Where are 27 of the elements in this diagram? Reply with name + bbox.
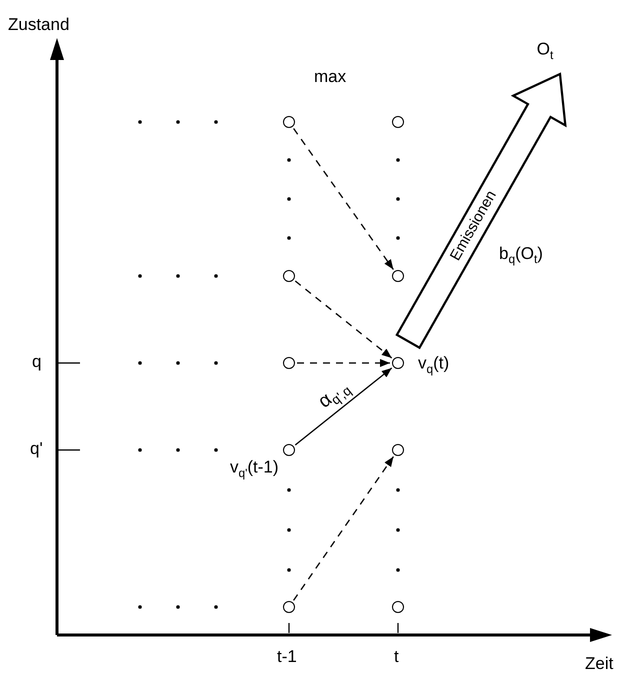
state-circle — [283, 444, 295, 456]
state-circle — [392, 270, 404, 282]
node-caption: v$_{q}$(t) — [418, 354, 450, 374]
transition-arrow — [294, 280, 392, 359]
axis-title: Zeit — [585, 655, 614, 673]
state-circle — [392, 444, 404, 456]
transition-arrow — [293, 456, 394, 601]
output-label: O$_{t}$ — [536, 40, 554, 60]
node-caption: v$_{q'}$(t-1) — [230, 458, 279, 478]
transition-arrow — [297, 359, 390, 367]
axis-tick-label: q' — [30, 440, 43, 459]
state-circle — [392, 116, 404, 128]
axis-tick-label: t-1 — [277, 648, 297, 667]
state-circle — [283, 357, 295, 369]
state-circle — [283, 601, 295, 613]
column-label: max — [314, 68, 346, 87]
state-circle — [283, 116, 295, 128]
axis-tick-label: t — [394, 648, 399, 667]
state-circle — [392, 357, 404, 369]
transition-arrow — [293, 128, 394, 270]
state-circle — [392, 601, 404, 613]
emission-label: b$_{q}$(O$_{t}$) — [499, 245, 543, 264]
state-circle — [283, 270, 295, 282]
axis-tick-label: q — [32, 353, 42, 372]
transition-arrow — [294, 367, 392, 446]
hollow-arrow — [395, 72, 567, 350]
axis-title: Zustand — [8, 16, 70, 35]
